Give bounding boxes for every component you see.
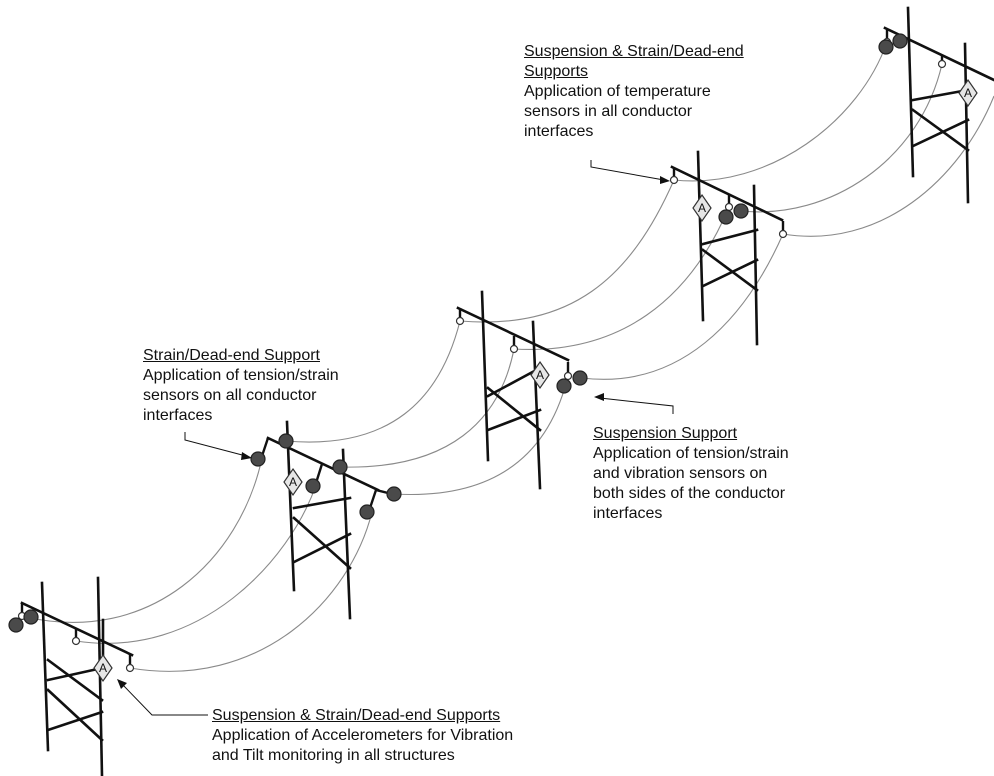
callout-body-line: both sides of the conductor	[593, 485, 786, 502]
arrowhead-icon	[117, 679, 127, 689]
leader-arrow	[599, 397, 674, 414]
callout-heading: Strain/Dead-end Support	[143, 347, 320, 364]
conductor-wire	[581, 233, 784, 380]
accelerometer-marker: A	[530, 360, 550, 390]
callout-heading: Suspension & Strain/Dead-end	[524, 43, 744, 60]
callout-body-line: sensors in all conductor	[524, 103, 693, 120]
callout-body-line: Application of tension/strain	[143, 367, 339, 384]
conductor-wire	[513, 206, 730, 350]
conductor-wire	[673, 41, 888, 182]
callout-leaders	[117, 160, 674, 716]
callout-body-line: interfaces	[143, 407, 213, 424]
temperature-sensor	[778, 229, 788, 239]
accelerometer-label: A	[964, 86, 972, 100]
tension-sensor	[359, 504, 375, 520]
tension-sensor	[733, 203, 749, 219]
arrowhead-icon	[241, 452, 252, 460]
temperature-sensor	[71, 636, 81, 646]
tower-5: A	[878, 6, 994, 204]
tension-sensor	[718, 209, 734, 225]
tension-sensor	[572, 370, 588, 386]
tension-sensor	[892, 33, 908, 49]
conductor-wire	[740, 63, 943, 213]
callout-body-line: Application of tension/strain	[593, 445, 789, 462]
callout-accelerometers: Suspension & Strain/Dead-end Supports Ap…	[212, 706, 513, 766]
conductor-wire	[782, 95, 994, 237]
callout-body-line: and Tilt monitoring in all structures	[212, 747, 455, 764]
callout-body-line: and vibration sensors on	[593, 465, 768, 482]
callout-temperature-sensors: Suspension & Strain/Dead-end Supports Ap…	[524, 42, 744, 142]
accelerometer-label: A	[536, 368, 544, 382]
tension-sensor	[8, 617, 24, 633]
arrowhead-icon	[660, 176, 670, 184]
temperature-sensor	[563, 371, 573, 381]
temperature-sensor	[125, 663, 135, 673]
conductor-wire	[129, 511, 373, 672]
accelerometer-marker: A	[93, 653, 113, 683]
callout-suspension-sensors: Suspension Support Application of tensio…	[593, 424, 789, 524]
accelerometer-label: A	[289, 475, 297, 489]
tension-sensor	[386, 486, 402, 502]
callout-body-line: interfaces	[593, 505, 663, 522]
conductor-wire	[459, 179, 675, 323]
conductor-wire	[75, 484, 317, 644]
tension-sensor	[556, 378, 572, 394]
tower-2: A	[250, 420, 402, 620]
callout-body-line: interfaces	[524, 123, 594, 140]
accelerometer-marker: A	[283, 467, 303, 497]
conductor-wires	[25, 41, 994, 672]
tower-1: A	[8, 576, 135, 776]
conductor-wire	[393, 375, 569, 496]
temperature-sensor	[937, 59, 947, 69]
tension-sensor	[332, 459, 348, 475]
temperature-sensor	[669, 175, 679, 185]
temperature-sensor	[509, 344, 519, 354]
callout-heading: Suspension Support	[593, 425, 738, 442]
accelerometer-marker: A	[958, 78, 978, 108]
tension-sensor	[878, 39, 894, 55]
accelerometer-label: A	[99, 661, 107, 675]
callout-strain-sensors: Strain/Dead-end Support Application of t…	[143, 346, 339, 426]
conductor-wire	[25, 457, 263, 623]
leader-arrow	[121, 683, 208, 716]
tower-3: A	[455, 290, 588, 490]
callout-heading: Supports	[524, 63, 589, 80]
conductor-wire	[339, 348, 515, 468]
tension-sensor	[23, 609, 39, 625]
temperature-sensor	[455, 316, 465, 326]
callout-body-line: Application of Accelerometers for Vibrat…	[212, 727, 514, 744]
callout-body-line: sensors on all conductor	[143, 387, 317, 404]
callout-body-line: Application of temperature	[524, 83, 711, 100]
callout-heading: Suspension & Strain/Dead-end Supports	[212, 707, 501, 724]
tension-sensor	[305, 478, 321, 494]
accelerometer-label: A	[698, 201, 706, 215]
arrowhead-icon	[594, 393, 604, 401]
leader-arrow	[184, 432, 247, 457]
leader-arrow	[590, 160, 665, 181]
tower-4: A	[669, 150, 788, 346]
conductor-wire	[285, 320, 461, 443]
accelerometer-marker: A	[692, 193, 712, 223]
tension-sensor	[278, 433, 294, 449]
tension-sensor	[250, 451, 266, 467]
